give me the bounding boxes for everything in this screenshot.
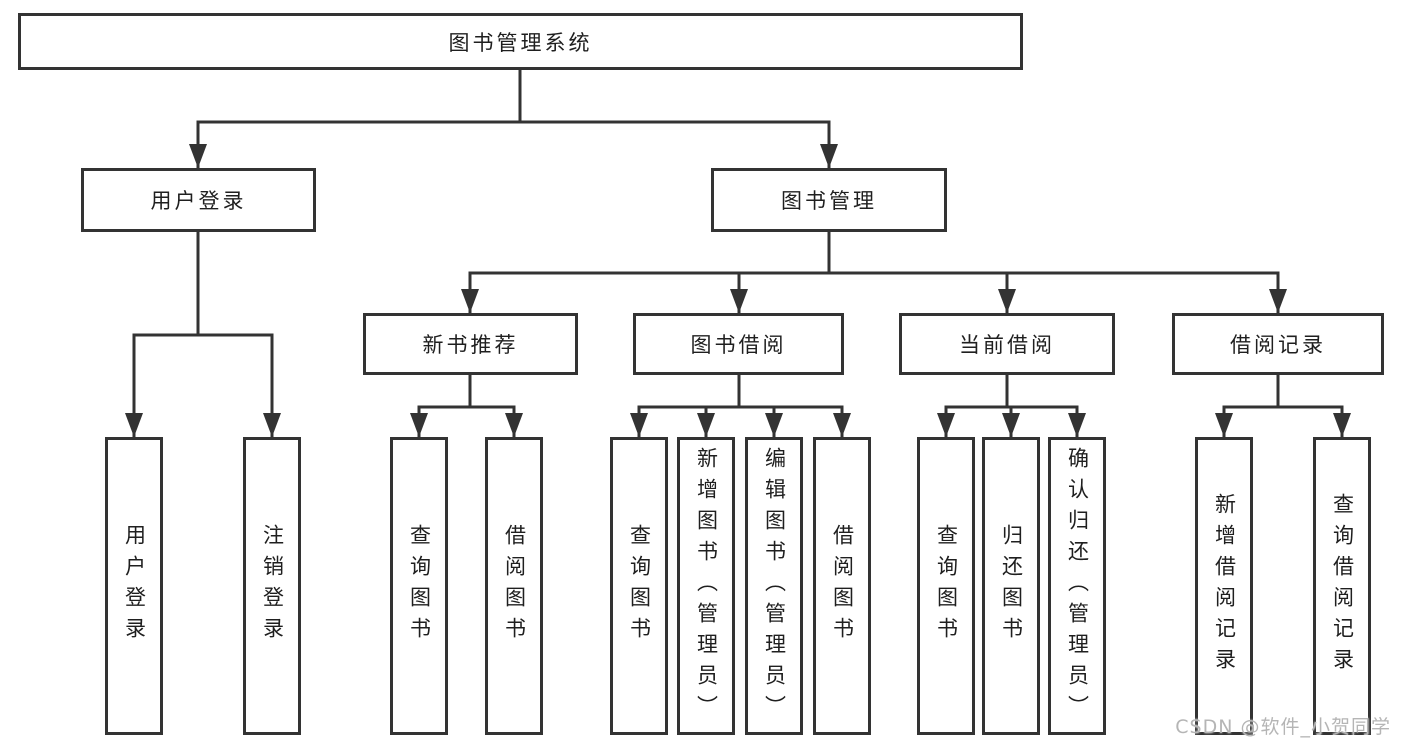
leaf-query-books-current-label: 查询图书 (934, 524, 959, 648)
leaf-query-books-current: 查询图书 (917, 437, 975, 735)
leaf-borrow-books-recommend: 借阅图书 (485, 437, 543, 735)
leaf-user-login: 用户登录 (105, 437, 163, 735)
node-current-borrow: 当前借阅 (899, 313, 1115, 375)
node-user-login-branch: 用户登录 (81, 168, 316, 232)
leaf-borrow-books-label: 借阅图书 (830, 524, 855, 648)
leaf-borrow-books: 借阅图书 (813, 437, 871, 735)
leaf-logout: 注销登录 (243, 437, 301, 735)
leaf-add-borrow-record-label: 新增借阅记录 (1212, 493, 1237, 679)
leaf-add-book-admin-label: 新增图书（管理员） (694, 446, 719, 726)
leaf-borrow-books-recommend-label: 借阅图书 (502, 524, 527, 648)
leaf-confirm-return-admin-label: 确认归还（管理员） (1065, 446, 1090, 726)
csdn-watermark: CSDN @软件_小贺同学 (1175, 716, 1391, 738)
leaf-return-book: 归还图书 (982, 437, 1040, 735)
node-borrow-records: 借阅记录 (1172, 313, 1384, 375)
node-root-system: 图书管理系统 (18, 13, 1023, 70)
leaf-logout-label: 注销登录 (260, 524, 285, 648)
leaf-user-login-label: 用户登录 (122, 524, 147, 648)
node-new-book-recommend: 新书推荐 (363, 313, 578, 375)
leaf-query-books-recommend: 查询图书 (390, 437, 448, 735)
node-book-management: 图书管理 (711, 168, 947, 232)
leaf-confirm-return-admin: 确认归还（管理员） (1048, 437, 1106, 735)
node-book-borrow: 图书借阅 (633, 313, 844, 375)
leaf-edit-book-admin: 编辑图书（管理员） (745, 437, 803, 735)
leaf-query-books-recommend-label: 查询图书 (407, 524, 432, 648)
leaf-edit-book-admin-label: 编辑图书（管理员） (762, 446, 787, 726)
leaf-add-book-admin: 新增图书（管理员） (677, 437, 735, 735)
leaf-query-borrow-record: 查询借阅记录 (1313, 437, 1371, 735)
leaf-query-books-borrow: 查询图书 (610, 437, 668, 735)
leaf-query-borrow-record-label: 查询借阅记录 (1330, 493, 1355, 679)
leaf-return-book-label: 归还图书 (999, 524, 1024, 648)
leaf-add-borrow-record: 新增借阅记录 (1195, 437, 1253, 735)
leaf-query-books-borrow-label: 查询图书 (627, 524, 652, 648)
